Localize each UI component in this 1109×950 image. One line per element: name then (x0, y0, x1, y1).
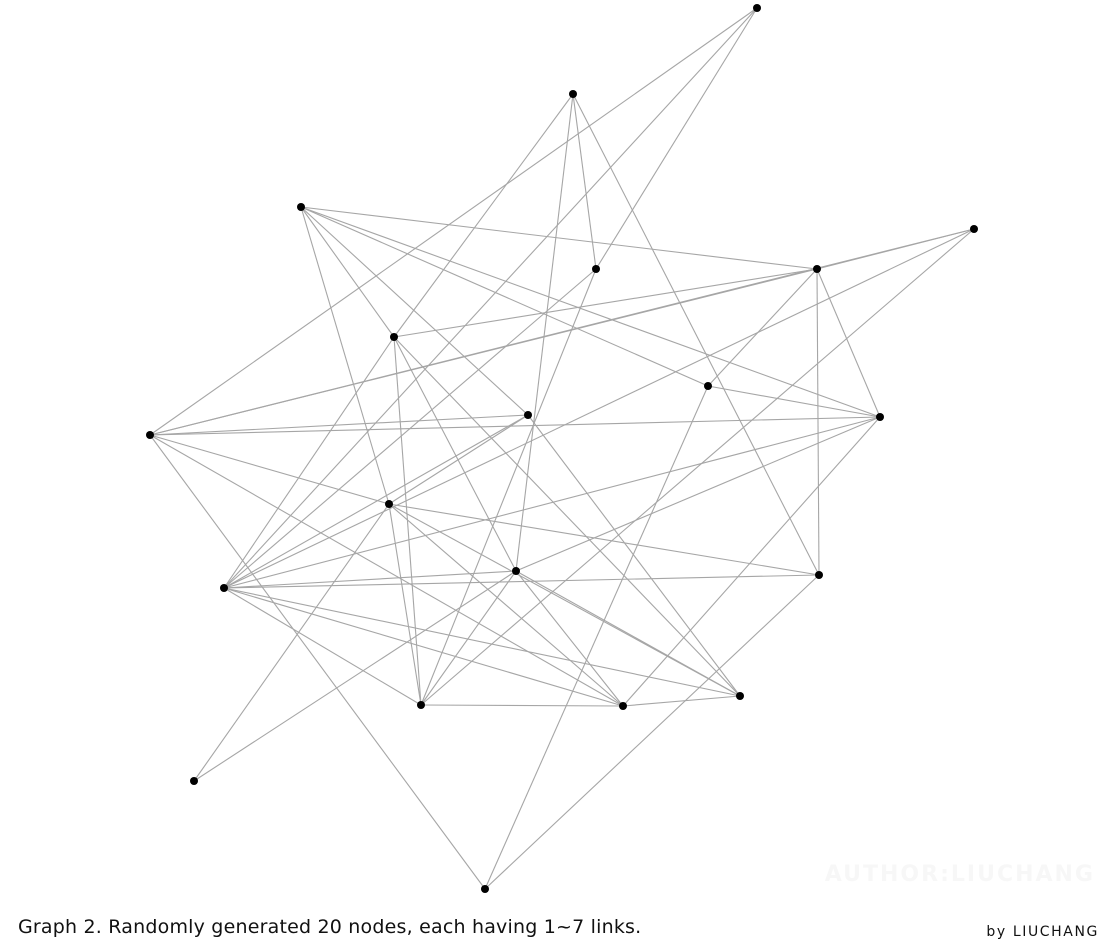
edge-n15-n16 (223, 587, 422, 706)
node-n7 (390, 333, 398, 341)
edge-n12-n16 (388, 503, 422, 706)
edge-n9-n17 (149, 434, 624, 707)
graph-nodes (146, 4, 978, 893)
edge-n14-n18 (515, 570, 741, 697)
edge-n14-n15 (223, 570, 517, 589)
edge-n12-n18 (388, 503, 741, 697)
edge-n8-n20 (484, 385, 709, 890)
edge-n7-n14 (393, 336, 517, 572)
node-n9 (146, 431, 154, 439)
node-n20 (481, 885, 489, 893)
edge-n2-n13 (572, 93, 820, 576)
edge-n12-n13 (388, 503, 820, 576)
edge-n6-n10 (816, 268, 881, 418)
edge-n13-n15 (223, 574, 820, 589)
edge-n6-n9 (149, 268, 818, 436)
edge-n15-n18 (223, 587, 741, 697)
edge-n11-n12 (388, 414, 529, 505)
edge-n5-n16 (420, 268, 597, 706)
edge-n3-n12 (300, 206, 390, 505)
edge-n9-n20 (149, 434, 486, 890)
node-n3 (297, 203, 305, 211)
edge-n3-n8 (300, 206, 709, 387)
edge-n2-n5 (572, 93, 597, 270)
edge-n2-n14 (515, 93, 574, 572)
author-credit: by LIUCHANG (986, 924, 1099, 940)
edge-n15-n17 (223, 587, 624, 707)
edge-n6-n7 (393, 268, 818, 338)
edge-n7-n18 (393, 336, 741, 697)
edge-n17-n18 (622, 695, 741, 707)
node-n2 (569, 90, 577, 98)
edge-n11-n15 (223, 414, 529, 589)
edge-n12-n19 (193, 503, 390, 782)
edge-n10-n17 (622, 416, 881, 707)
edge-n14-n16 (420, 570, 517, 706)
edge-n9-n11 (149, 414, 529, 436)
node-n11 (524, 411, 532, 419)
node-n17 (619, 702, 627, 710)
node-n6 (813, 265, 821, 273)
edge-n7-n16 (393, 336, 422, 706)
edge-n6-n13 (816, 268, 820, 576)
edge-n10-n15 (223, 416, 881, 589)
edge-n8-n10 (707, 385, 881, 418)
edge-n9-n12 (149, 434, 390, 505)
node-n15 (220, 584, 228, 592)
edge-n1-n5 (595, 7, 758, 270)
edge-n16-n17 (420, 704, 624, 707)
node-n18 (736, 692, 744, 700)
edge-n1-n15 (223, 7, 758, 589)
node-n4 (970, 225, 978, 233)
edge-n11-n18 (527, 414, 741, 697)
edge-n3-n6 (300, 206, 818, 270)
watermark-text: AUTHOR:LIUCHANG (824, 862, 1095, 887)
edge-n3-n11 (300, 206, 529, 416)
edge-n9-n10 (149, 416, 881, 436)
node-n5 (592, 265, 600, 273)
node-n14 (512, 567, 520, 575)
edge-n14-n17 (515, 570, 624, 707)
node-n8 (704, 382, 712, 390)
edge-n4-n16 (420, 228, 975, 706)
figure-caption: Graph 2. Randomly generated 20 nodes, ea… (18, 916, 642, 938)
edge-n13-n20 (484, 574, 820, 890)
edge-n3-n10 (300, 206, 881, 418)
edge-n3-n7 (300, 206, 395, 338)
edge-n10-n14 (515, 416, 881, 572)
node-n12 (385, 500, 393, 508)
node-n1 (753, 4, 761, 12)
edge-n4-n15 (223, 228, 975, 589)
edge-n14-n19 (193, 570, 517, 782)
node-n19 (190, 777, 198, 785)
node-n13 (815, 571, 823, 579)
graph-edges (149, 7, 975, 890)
edge-n2-n7 (393, 93, 574, 338)
node-n16 (417, 701, 425, 709)
edge-n1-n9 (149, 7, 758, 436)
edge-n6-n8 (707, 268, 818, 387)
edge-n12-n17 (388, 503, 624, 707)
edge-n7-n15 (223, 336, 395, 589)
node-n10 (876, 413, 884, 421)
